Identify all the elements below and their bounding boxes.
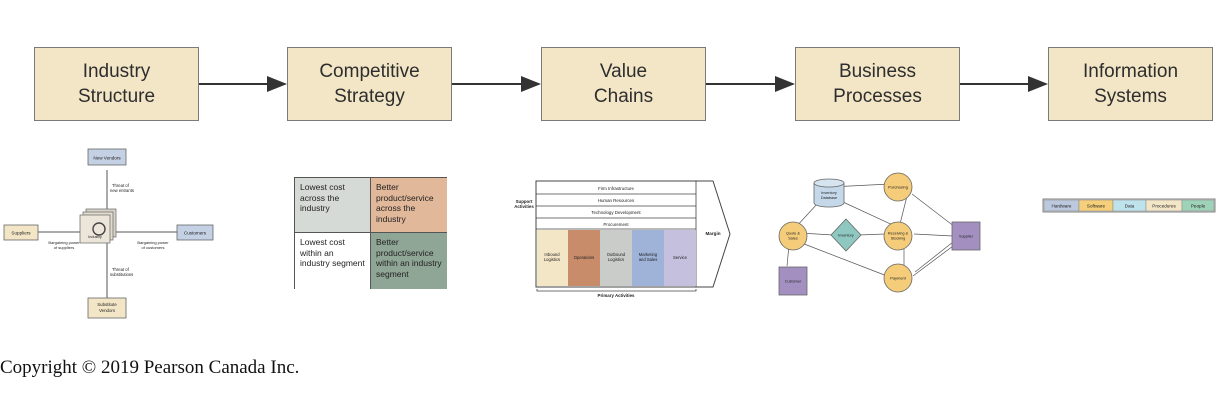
business-process-diagram: Inventory Database Purchasing Quote & Sa…	[778, 172, 981, 296]
step-label-line2: Structure	[77, 86, 156, 107]
inbound-logistics-block	[537, 230, 568, 286]
inbound-line2: Logistics	[544, 257, 560, 262]
is-components-bar: Hardware Software Data Procedures People	[1042, 198, 1216, 213]
procurement-label: Procurement	[603, 222, 629, 227]
bp-customers-line2: of customers	[142, 245, 165, 250]
payment-label: Payment	[890, 276, 907, 281]
strategy-grid: Lowest cost across the industry Better p…	[294, 177, 447, 289]
quote-sales-line1: Quote &	[786, 232, 800, 236]
step-label-line2: Chains	[593, 86, 654, 107]
copyright-notice: Copyright © 2019 Pearson Canada Inc.	[0, 357, 300, 378]
threat-sub-line2: substitutions	[110, 272, 133, 277]
flow-arrows	[199, 76, 1048, 92]
component-hardware-label: Hardware	[1052, 204, 1072, 209]
operations-label: Operations	[574, 255, 594, 260]
step-label-line2: Processes	[833, 86, 922, 107]
inventory-db-line2: Database	[821, 196, 837, 200]
cell-better-segment: Better product/service within an industr…	[371, 233, 447, 289]
quote-sales-line2: Sales	[788, 237, 798, 241]
outbound-line1: Outbound	[607, 252, 626, 257]
inventory-database-cylinder	[813, 183, 845, 208]
receiving-line2: Stocking	[891, 237, 906, 241]
firm-infrastructure-label: Firm Infrastructure	[598, 186, 634, 191]
customer-label: Customer	[785, 280, 802, 284]
component-procedures-label: Procedures	[1152, 204, 1176, 209]
value-chain-diagram: Support Activities Firm Infrastructure H…	[514, 180, 731, 298]
step-label-line2: Systems	[1094, 86, 1167, 107]
step-label-line2: Strategy	[334, 86, 405, 107]
step-label-line1: Industry	[82, 61, 151, 82]
component-data-label: Data	[1125, 204, 1135, 209]
cell-lowest-segment: Lowest cost within an industry segment	[295, 233, 371, 289]
outbound-line2: Logistics	[608, 257, 624, 262]
outbound-logistics-block	[600, 230, 632, 286]
human-resources-label: Human Resources	[598, 198, 635, 203]
purchasing-activity	[883, 172, 913, 202]
inbound-line1: Inbound	[544, 252, 560, 257]
operations-block	[568, 230, 600, 286]
bp-suppliers-line2: of suppliers	[54, 245, 74, 250]
cell-better-industry: Better product/service across the indust…	[371, 178, 447, 233]
component-software-label: Software	[1087, 204, 1106, 209]
inventory-repository	[830, 218, 862, 252]
suppliers-label: Suppliers	[11, 231, 31, 236]
threat-new-line2: new entrants	[110, 188, 134, 193]
quote-sales-activity	[778, 221, 808, 251]
customers-box	[176, 224, 214, 241]
five-forces-diagram: New Vendors Threat of new entrants Suppl…	[3, 148, 214, 319]
suppliers-box	[3, 224, 39, 241]
marketing-sales-block	[632, 230, 664, 286]
service-block	[664, 230, 696, 286]
support-line1: Support	[516, 199, 533, 204]
component-people-label: People	[1191, 204, 1206, 209]
receiving-line1: Receiving &	[888, 232, 909, 236]
substitute-line2: Vendors	[99, 308, 116, 313]
supplier-label: Supplier	[959, 235, 974, 239]
step-label-line1: Competitive	[319, 61, 420, 82]
cell-lowest-industry: Lowest cost across the industry	[295, 178, 371, 233]
bp-customers-line1: Bargaining power	[137, 240, 169, 245]
customer-role	[778, 266, 808, 296]
payment-activity	[883, 263, 913, 293]
marketing-line1: Marketing	[639, 252, 658, 257]
purchasing-label: Purchasing	[888, 185, 908, 190]
service-label: Service	[673, 255, 688, 260]
threat-new-line1: Threat of	[112, 183, 130, 188]
inventory-label: Inventory	[838, 234, 854, 238]
substitute-line1: Substitute	[97, 302, 117, 307]
primary-activities-label: Primary Activities	[598, 293, 635, 298]
threat-sub-line1: Threat of	[112, 267, 130, 272]
receiving-stocking-activity	[883, 221, 913, 251]
substitute-vendors-box	[87, 297, 127, 319]
industry-label: Industry	[88, 235, 102, 239]
step-label-line1: Information	[1082, 61, 1179, 82]
bp-suppliers-line1: Bargaining power	[48, 240, 80, 245]
step-label-line1: Business	[838, 61, 917, 82]
new-vendors-box	[87, 148, 127, 166]
new-vendors-label: New Vendors	[93, 156, 121, 161]
inventory-db-line1: Inventory	[821, 191, 837, 195]
supplier-role	[951, 221, 981, 251]
customers-label: Customers	[184, 231, 207, 236]
component-people	[1181, 199, 1215, 212]
step-label-line1: Value	[599, 61, 648, 82]
margin-label: Margin	[705, 231, 720, 236]
marketing-line2: and Sales	[639, 257, 658, 262]
support-line2: Activities	[514, 204, 534, 209]
industry-cycle-icon	[92, 222, 106, 236]
technology-development-label: Technology Development	[591, 210, 641, 215]
